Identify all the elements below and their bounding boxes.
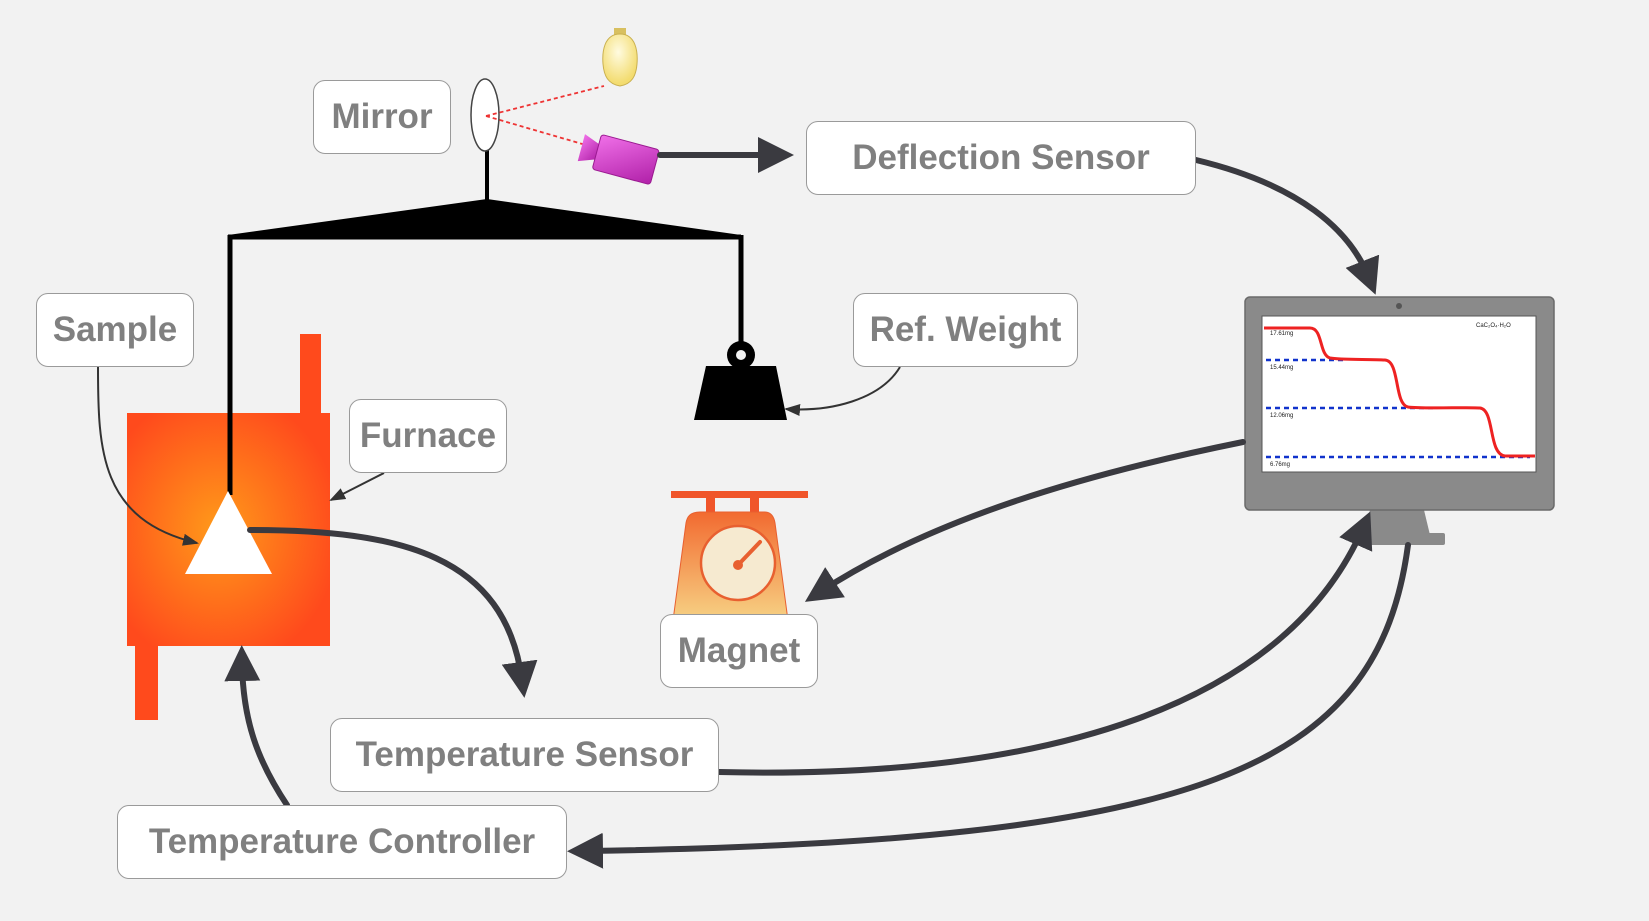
magnet-scale-icon xyxy=(671,491,808,629)
light-bulb-icon xyxy=(602,28,638,87)
sample-crucible xyxy=(185,491,272,574)
camera-icon xyxy=(577,134,660,185)
deflection-to-monitor-arrow xyxy=(1193,157,1380,295)
temp-sensor-to-monitor-arrow xyxy=(716,511,1373,776)
mass-level-label: 6.76mg xyxy=(1270,462,1290,468)
magnet-label: Magnet xyxy=(660,614,818,688)
tga-curve xyxy=(1264,326,1535,458)
mirror-icon xyxy=(470,78,500,152)
furnace-label: Furnace xyxy=(349,399,507,473)
sample-to-temp-sensor-arrow xyxy=(247,527,538,698)
ref-weight-icon xyxy=(694,341,787,420)
furnace-pointer-arrow xyxy=(329,472,385,501)
mirror-label: Mirror xyxy=(313,80,451,154)
ref-weight-pointer-arrow xyxy=(784,366,901,416)
monitor-to-temp-controller-arrow xyxy=(567,542,1411,869)
sample-label: Sample xyxy=(36,293,194,367)
tga-graph: CaC₂O₄·H₂O 17.61mg 15.44mg 12.06mg 6.76m… xyxy=(1264,323,1535,468)
mass-level-label: 15.44mg xyxy=(1270,365,1293,371)
temperature-controller-label: Temperature Controller xyxy=(117,805,567,879)
annotation-arrows xyxy=(97,366,901,546)
temp-controller-to-furnace-arrow xyxy=(224,645,290,808)
sample-pointer-arrow xyxy=(97,366,199,546)
temperature-sensor-label: Temperature Sensor xyxy=(330,718,719,792)
monitor-to-magnet-arrow xyxy=(804,439,1246,602)
mass-level-label: 17.61mg xyxy=(1270,331,1293,337)
balance-beam xyxy=(227,150,744,495)
flow-arrows xyxy=(224,137,1411,869)
screen-compound-label: CaC₂O₄·H₂O xyxy=(1476,323,1511,329)
mass-level-label: 12.06mg xyxy=(1270,413,1293,419)
ref-weight-label: Ref. Weight xyxy=(853,293,1078,367)
deflection-sensor-label: Deflection Sensor xyxy=(806,121,1196,195)
